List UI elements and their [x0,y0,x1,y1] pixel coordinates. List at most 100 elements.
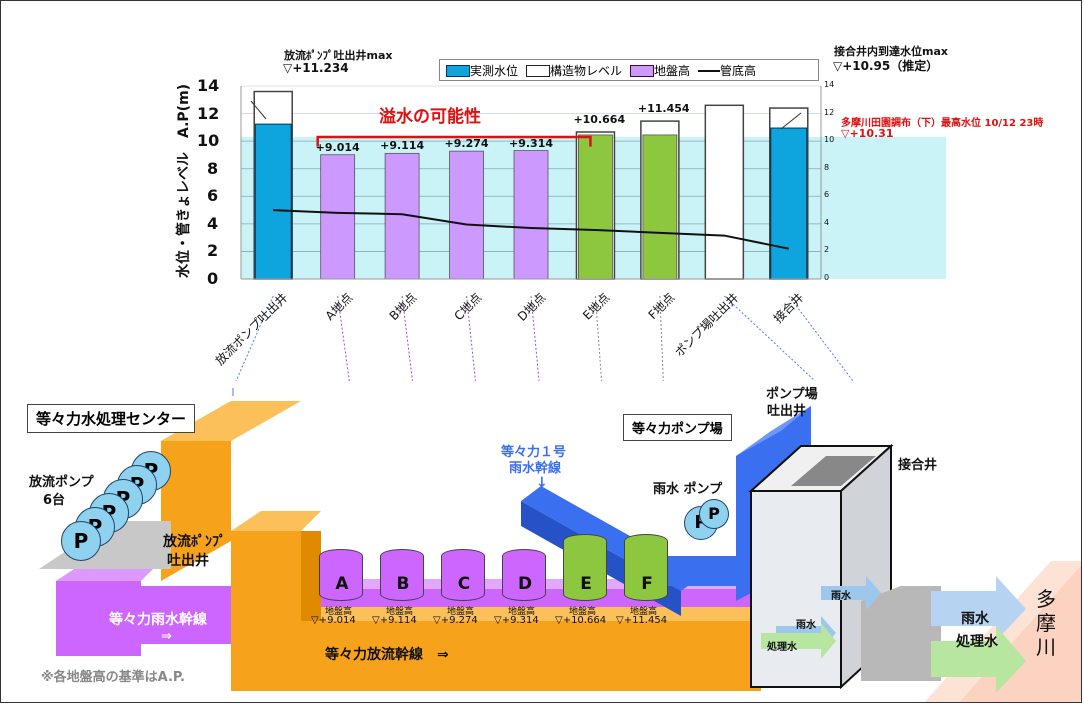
point-cylinder-f: F [624,534,668,601]
rain-main-arrow: ⇒ [161,629,172,644]
outflow-pump-icon: P [61,521,101,561]
y-tick-label: 10 [197,131,220,151]
leader-line [723,295,816,381]
rain-main-label: 等々力雨水幹線 [109,612,207,628]
trunk1-label-2: 雨水幹線 [509,461,562,476]
trunk1-label-1: 等々力１号 [501,445,567,460]
treated-tag-1: 処理水 [767,642,797,653]
point-ground-value: ▽+9.314 [494,615,539,626]
left-annotation-value: ▽+11.234 [283,61,349,75]
y2-tick-label: 0 [824,273,830,282]
data-label: +11.454 [637,102,690,116]
legend-ground: 地盤高 [630,62,690,79]
point-letter: F [641,574,653,594]
water-level-chart [235,85,946,381]
river-label-3: 川 [1036,635,1056,659]
y2-tick-label: 14 [824,80,835,89]
outflow-well-label-2: 吐出井 [167,553,209,569]
junction-front [750,490,842,688]
right-annotation-value: ▽+10.95（推定） [833,59,939,73]
legend-structure: 構造物レベル [526,62,622,79]
point-ground-label: 地盤高 [325,607,353,617]
river-level-value: ▽+10.31 [841,127,894,140]
y2-tick-label: 4 [824,217,830,227]
rain-pump-label: 雨水 ポンプ [653,482,723,497]
outflow-well-label-1: 放流ﾎﾟﾝﾌﾟ [163,534,226,550]
point-letter: A [335,574,349,594]
point-cylinder-e: E [563,534,607,601]
y2-tick-label: 8 [824,162,830,172]
ps-outlet-label-1: ポンプ場 [766,387,818,402]
y-tick-label: 8 [207,158,219,178]
rain-tag-3: 雨水 [961,611,989,627]
y2-tick-label: 10 [824,135,835,145]
point-ground-label: 地盤高 [447,607,475,617]
point-cylinder-b: B [380,549,424,601]
data-label: +9.014 [315,140,360,154]
river-label-2: 摩 [1036,611,1056,635]
point-ground-value: ▽+11.454 [616,615,668,626]
outflow-main-label: 等々力放流幹線 ⇒ [325,647,449,663]
data-label: +9.114 [380,139,425,153]
rain-tag-2: 雨水 [831,591,851,602]
legend-pipe: 管底高 [698,62,756,79]
data-label: +10.664 [573,112,626,126]
structure-bar [704,104,745,280]
point-cylinder-d: D [502,549,546,601]
ground-bar [513,150,549,280]
treated-tag-2: 処理水 [956,634,998,650]
y-tick-label: 12 [197,103,220,123]
y-axis-label: 水位・管きょレベル A.P(m) [176,83,192,278]
junction-grate [791,456,876,486]
overflow-annotation: 溢水の可能性 [379,107,481,127]
river-level-title: 多摩川田園調布（下）最高水位 10/12 23時 [841,118,1044,129]
right-annotation-title: 接合井内到達水位max [834,45,948,58]
point-ground-value: ▽+9.274 [433,615,478,626]
ground-bar [449,150,484,280]
point-ground-label: 地盤高 [569,607,597,617]
left-annotation-pointer [250,100,267,120]
point-cylinder-c: C [441,549,485,601]
river-band-light [924,561,1081,702]
ps-outlet-label-2: 吐出井 [767,404,807,419]
y2-tick-label: 2 [824,245,830,255]
point-letter: D [517,574,533,594]
measured-bar [770,127,808,280]
data-label: +9.274 [444,137,489,151]
pumps-label-2: 6台 [43,493,66,508]
measured-bar [254,123,292,280]
pump-station-label: 等々力ポンプ場 [623,414,732,441]
pumps-label-1: 放流ポンプ [29,475,94,490]
trunk1-arrow-icon: ↓ [536,475,548,491]
overflow-bracket [316,135,592,147]
left-annotation-title: 放流ﾎﾟﾝﾌﾟ吐出井max [284,49,393,62]
note: ※各地盤高の基準はA.P. [41,670,185,685]
leader-line [235,295,274,381]
leader-line [659,295,664,381]
point-letter: C [457,574,471,594]
rain-tag-1: 雨水 [796,620,816,631]
point-cylinder-a: A [319,549,363,601]
point-letter: E [580,574,592,594]
y2-tick-label: 12 [824,107,835,117]
rain-arrow-2 [821,576,881,610]
outlet-box [861,586,941,681]
river-label-1: 多 [1036,587,1056,611]
legend-measured: 実測水位 [446,62,518,79]
center-title: 等々力水処理センター [27,404,196,433]
point-ground-value: ▽+10.664 [555,615,607,626]
junction-label: 接合井 [898,458,938,473]
leader-line [594,295,603,381]
pipe-bottom-line [273,209,789,250]
point-letter: B [396,574,410,594]
y-tick-label: 4 [207,213,219,233]
y-tick-label: 0 [207,269,219,288]
y2-tick-label: 6 [824,190,830,200]
right-annotation-pointer [780,112,802,130]
y-tick-label: 14 [197,76,220,95]
trunk1-pipe [521,486,701,591]
rain-pump-icon-2: P [699,499,729,529]
y-tick-label: 6 [207,186,219,206]
leader-line [788,295,854,381]
